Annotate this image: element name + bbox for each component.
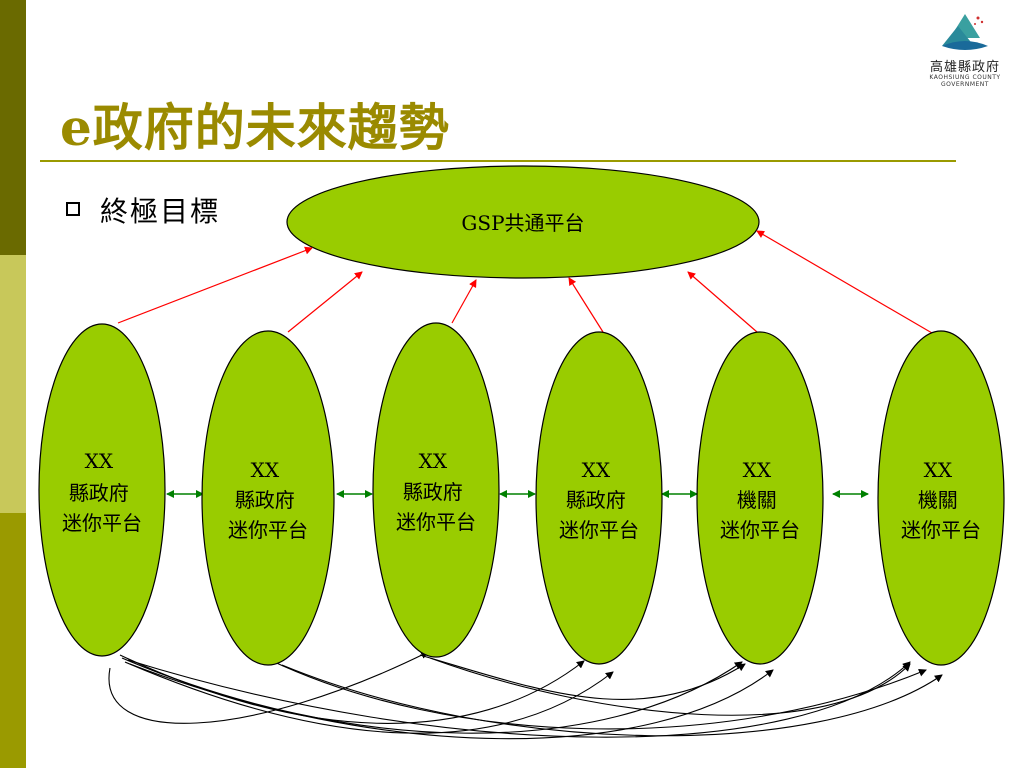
node-3: XX 縣政府 迷你平台 [372, 322, 500, 658]
cross-links [108, 651, 943, 740]
slide-title: e政府的未來趨勢 [60, 98, 450, 157]
hub-label: GSP共通平台 [461, 211, 584, 235]
svg-text:XX 縣政府 迷你平台: XX 縣政府 迷你平台 [396, 449, 476, 534]
svg-text:XX 縣政府 迷你平台: XX 縣政府 迷你平台 [559, 458, 639, 542]
node-6: XX 機關 迷你平台 [877, 330, 1005, 666]
uplink-arrow-1 [117, 246, 313, 324]
mountain-logo-icon [942, 14, 988, 50]
svg-text:XX 縣政府 迷你平台: XX 縣政府 迷你平台 [228, 458, 308, 542]
node-6-line-1: XX [924, 458, 953, 482]
bullet-text: 終極目標 [100, 195, 221, 228]
svg-text:XX 機關 迷你平台: XX 機關 迷你平台 [901, 458, 981, 542]
uplinks [117, 230, 945, 341]
node-4-line-1: XX [582, 458, 611, 482]
svg-text:XX 機關 迷你平台: XX 機關 迷你平台 [720, 458, 800, 542]
sidebar-band-middle [0, 255, 26, 513]
cross-link-5 [129, 663, 774, 740]
node-3-line-1: XX [419, 449, 448, 473]
title-divider [40, 160, 956, 162]
node-2-line-2: 縣政府 [235, 488, 295, 512]
cross-link-9 [419, 654, 746, 700]
node-1-line-3: 迷你平台 [62, 511, 142, 535]
logo-name: 高雄縣政府 [929, 60, 1000, 75]
node-5-line-1: XX [743, 458, 772, 482]
cross-link-7 [269, 659, 927, 730]
cross-link-10 [429, 657, 911, 716]
node-1-line-2: 縣政府 [69, 481, 129, 505]
uplink-arrow-3 [451, 279, 477, 324]
node-1-line-1: XX [85, 449, 114, 473]
node-2-line-3: 迷你平台 [228, 518, 308, 542]
node-6-line-3: 迷你平台 [901, 518, 981, 542]
uplink-arrow-5 [687, 271, 758, 333]
cross-link-3 [124, 661, 614, 734]
node-6-line-2: 機關 [918, 488, 958, 512]
svg-text:XX 縣政府 迷你平台: XX 縣政府 迷你平台 [62, 449, 142, 535]
cross-link-4 [121, 657, 743, 734]
uplink-arrow-6 [756, 230, 945, 341]
node-2-line-1: XX [251, 458, 280, 482]
sidebar-band-bottom [0, 513, 26, 768]
uplink-arrow-4 [568, 277, 604, 333]
cross-link-8 [281, 664, 943, 737]
node-5-line-3: 迷你平台 [720, 518, 800, 542]
bullet-square-icon [66, 202, 80, 216]
sidebar-band-top [0, 0, 26, 255]
node-3-line-2: 縣政府 [403, 480, 463, 504]
cross-link-1 [108, 651, 429, 724]
node-5-line-2: 機關 [737, 488, 777, 512]
uplink-arrow-2 [287, 271, 363, 333]
county-logo: 高雄縣政府 KAOHSIUNG COUNTY GOVERNMENT [920, 10, 1010, 88]
hub-gsp-platform: GSP共通平台 [286, 165, 760, 279]
node-1: XX 縣政府 迷你平台 [38, 323, 166, 657]
node-4-line-2: 縣政府 [566, 488, 626, 512]
node-3-line-3: 迷你平台 [396, 510, 476, 534]
node-4-line-3: 迷你平台 [559, 518, 639, 542]
node-2: XX 縣政府 迷你平台 [201, 330, 335, 666]
cross-link-2 [119, 654, 585, 724]
logo-subtitle: KAOHSIUNG COUNTY GOVERNMENT [929, 74, 1001, 88]
node-4: XX 縣政府 迷你平台 [535, 331, 663, 665]
node-5: XX 機關 迷你平台 [696, 331, 824, 665]
